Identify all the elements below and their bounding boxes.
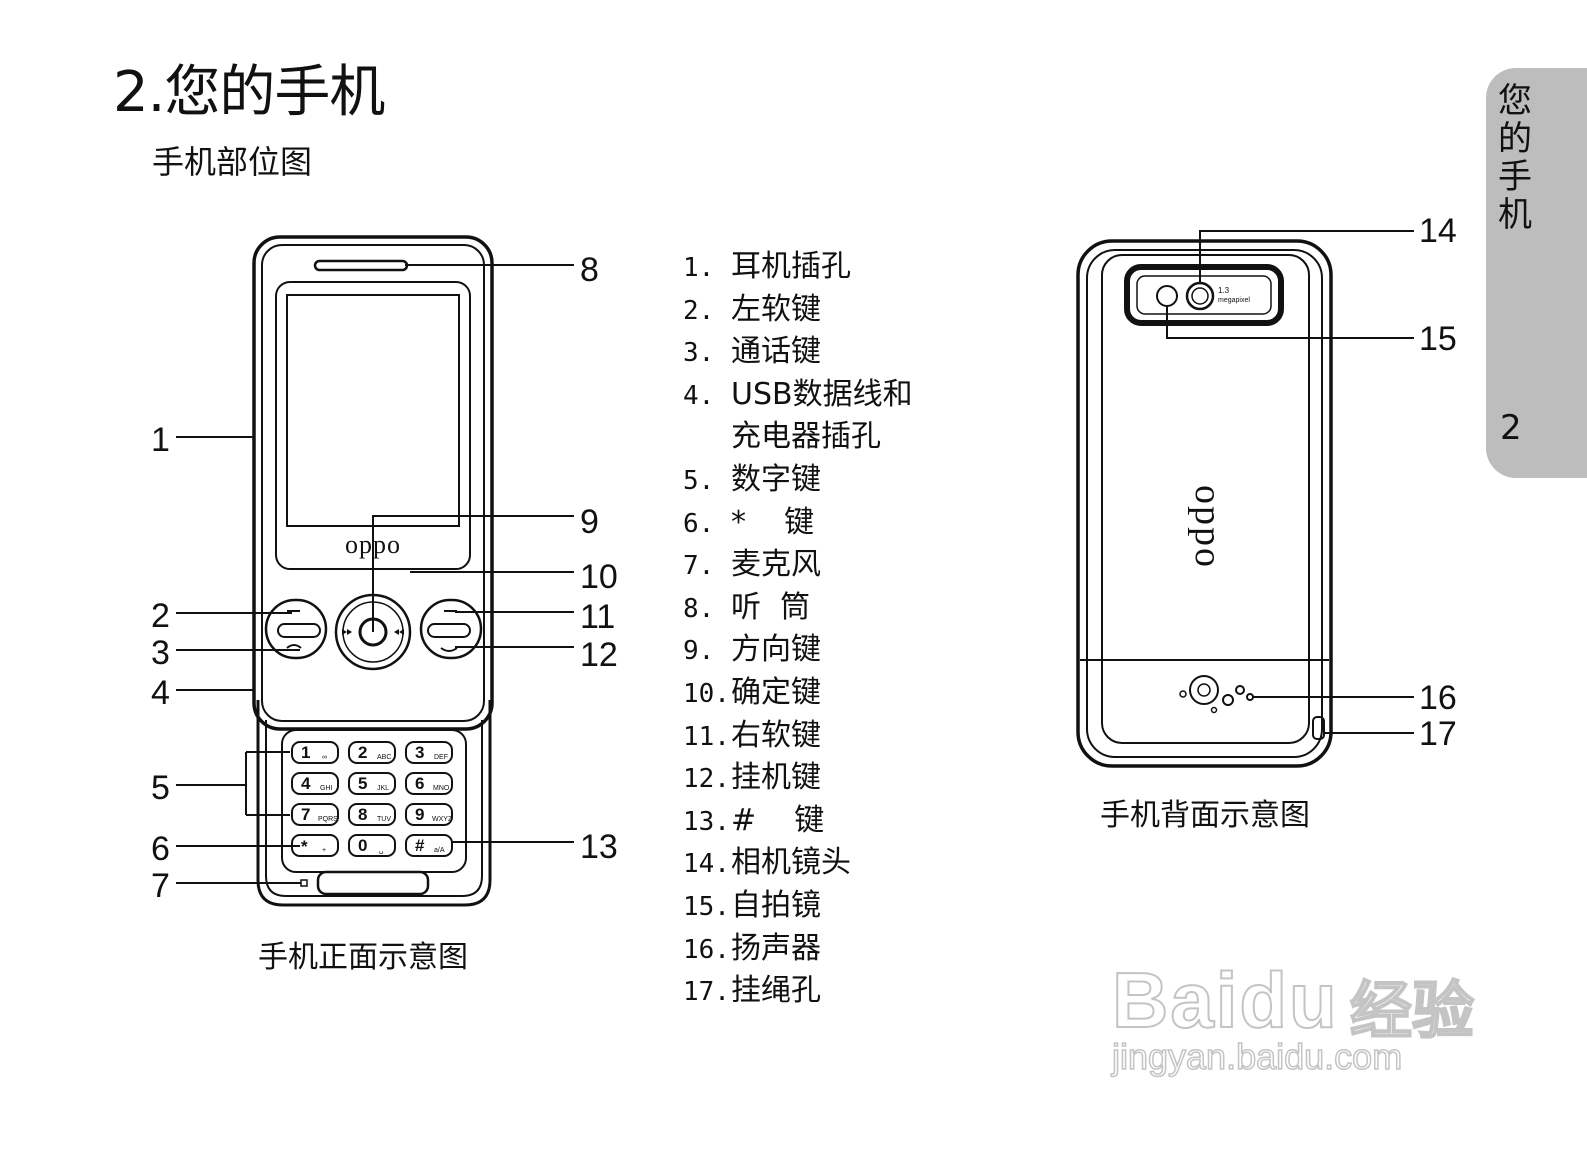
- page-number: 2: [1500, 408, 1522, 448]
- legend-item: 5.数字键: [683, 461, 821, 497]
- svg-text:DEF: DEF: [434, 754, 448, 761]
- back-view-caption: 手机背面示意图: [1100, 798, 1310, 833]
- watermark-product: 经验: [1349, 973, 1475, 1048]
- watermark-logo: Baidu: [1111, 955, 1339, 1045]
- legend-item: 8.听 筒: [683, 589, 811, 625]
- callout-17: 17: [1419, 715, 1457, 753]
- legend-item: 3.通话键: [683, 334, 821, 370]
- callout-9: 9: [580, 503, 599, 541]
- svg-text:9: 9: [415, 805, 424, 824]
- front-callout-lines: [176, 264, 574, 884]
- svg-text:ABC: ABC: [377, 754, 391, 761]
- svg-text:WXYZ: WXYZ: [432, 816, 453, 823]
- callout-13: 13: [580, 828, 618, 866]
- keypad-key-star: *+: [291, 834, 339, 857]
- svg-text:+: +: [322, 847, 326, 854]
- svg-text:7: 7: [301, 805, 310, 824]
- callout-8: 8: [580, 251, 599, 289]
- legend-item: 1.耳机插孔: [683, 249, 851, 284]
- svg-text:3: 3: [415, 743, 424, 762]
- callout-6: 6: [151, 830, 170, 868]
- svg-text:1: 1: [301, 743, 310, 762]
- legend-item-continuation: 充电器插孔: [731, 419, 881, 455]
- callout-12: 12: [580, 636, 618, 674]
- keypad-key-1: 1∞: [291, 741, 339, 764]
- svg-text:#: #: [415, 836, 425, 855]
- front-brand-logo: oppo: [345, 530, 401, 559]
- legend-item: 16.扬声器: [683, 930, 821, 966]
- front-view-caption: 手机正面示意图: [258, 940, 468, 975]
- callout-2: 2: [151, 597, 170, 635]
- svg-text:MNO: MNO: [433, 785, 450, 792]
- back-callout-lines: [1166, 230, 1414, 734]
- camera-resolution-label: 1.3: [1218, 286, 1230, 295]
- svg-text:PQRS: PQRS: [318, 816, 338, 823]
- legend-item: 4.USB数据线和: [683, 376, 913, 412]
- legend-item: 13.# 键: [683, 802, 825, 838]
- legend-item: 14.相机镜头: [683, 845, 851, 881]
- callout-5: 5: [151, 769, 170, 807]
- legend-item: 10.确定键: [683, 674, 821, 710]
- svg-text:*: *: [301, 837, 308, 856]
- back-callout-numbers: 14 15 16 17: [1419, 212, 1457, 753]
- svg-text:a/A: a/A: [434, 847, 445, 854]
- callout-4: 4: [151, 674, 170, 712]
- legend-item: 9.方向键: [683, 632, 821, 668]
- legend-item: 7.麦克风: [683, 547, 821, 583]
- callout-7: 7: [151, 867, 170, 905]
- legend-item: 17.挂绳孔: [683, 973, 821, 1009]
- side-tab-label: 您的手机: [1498, 81, 1534, 235]
- page-subtitle: 手机部位图: [152, 143, 313, 181]
- keypad-key-hash: # a/A: [405, 834, 453, 857]
- callout-11: 11: [580, 598, 615, 636]
- svg-text:∞: ∞: [322, 754, 327, 761]
- callout-16: 16: [1419, 679, 1457, 717]
- svg-text:6: 6: [415, 774, 424, 793]
- back-phone-illustration: [1076, 239, 1333, 768]
- svg-text:2: 2: [358, 743, 367, 762]
- legend-item: 6.* 键: [683, 504, 815, 540]
- svg-text:JKL: JKL: [377, 785, 389, 792]
- svg-text:0: 0: [358, 836, 367, 855]
- legend-item: 15.自拍镜: [683, 887, 821, 923]
- svg-text:TUV: TUV: [377, 816, 391, 823]
- back-brand-logo: oppo: [1187, 485, 1229, 569]
- legend-item: 2.左软键: [683, 291, 821, 327]
- camera-megapixel-label: megapixel: [1218, 297, 1250, 304]
- legend-item: 12.挂机键: [683, 760, 821, 796]
- callout-14: 14: [1419, 212, 1457, 250]
- parts-legend: 1.耳机插孔 2.左软键 3.通话键 4.USB数据线和 充电器插孔 5.数字键…: [683, 246, 913, 1013]
- watermark-url: jingyan.baidu.com: [1111, 1035, 1403, 1078]
- callout-15: 15: [1419, 320, 1457, 358]
- svg-text:4: 4: [301, 774, 311, 793]
- chapter-side-tab: [1486, 68, 1587, 478]
- legend-item: 11.右软键: [683, 717, 821, 753]
- svg-text:8: 8: [358, 805, 367, 824]
- callout-3: 3: [151, 634, 170, 672]
- page-title: 2.您的手机: [113, 60, 385, 125]
- callout-1: 1: [151, 421, 170, 459]
- svg-text:GHI: GHI: [320, 785, 333, 792]
- keypad-key-0: 0␣: [348, 834, 396, 857]
- svg-text:5: 5: [358, 774, 367, 793]
- callout-10: 10: [580, 558, 618, 596]
- svg-text:␣: ␣: [379, 847, 383, 854]
- front-callout-numbers: 1 2 3 4 5 6 7 8 9 10 11 12 13: [151, 251, 618, 905]
